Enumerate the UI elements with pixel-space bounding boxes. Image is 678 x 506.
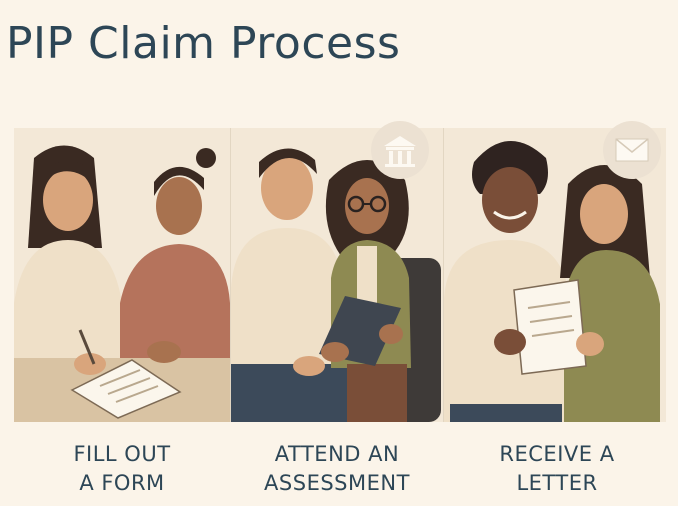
step-1-label-line-2: A FORM	[79, 471, 165, 495]
step-3-label-line-2: LETTER	[516, 471, 598, 495]
step-2-label: ATTEND AN ASSESSMENT	[248, 440, 426, 498]
step-1-label: FILL OUT A FORM	[34, 440, 210, 498]
envelope-icon	[602, 120, 662, 184]
step-2-label-line-1: ATTEND AN	[274, 442, 400, 466]
panel-divider	[230, 128, 231, 422]
page-title: PIP Claim Process	[6, 18, 401, 69]
step-3-label-line-1: RECEIVE A	[499, 442, 615, 466]
step-2-label-line-2: ASSESSMENT	[264, 471, 410, 495]
step-1-label-line-1: FILL OUT	[73, 442, 171, 466]
building-icon	[370, 120, 430, 184]
step-2-illustration	[231, 128, 443, 422]
step-1-illustration	[14, 128, 230, 422]
step-3-label: RECEIVE A LETTER	[466, 440, 648, 498]
panel-divider	[443, 128, 444, 422]
